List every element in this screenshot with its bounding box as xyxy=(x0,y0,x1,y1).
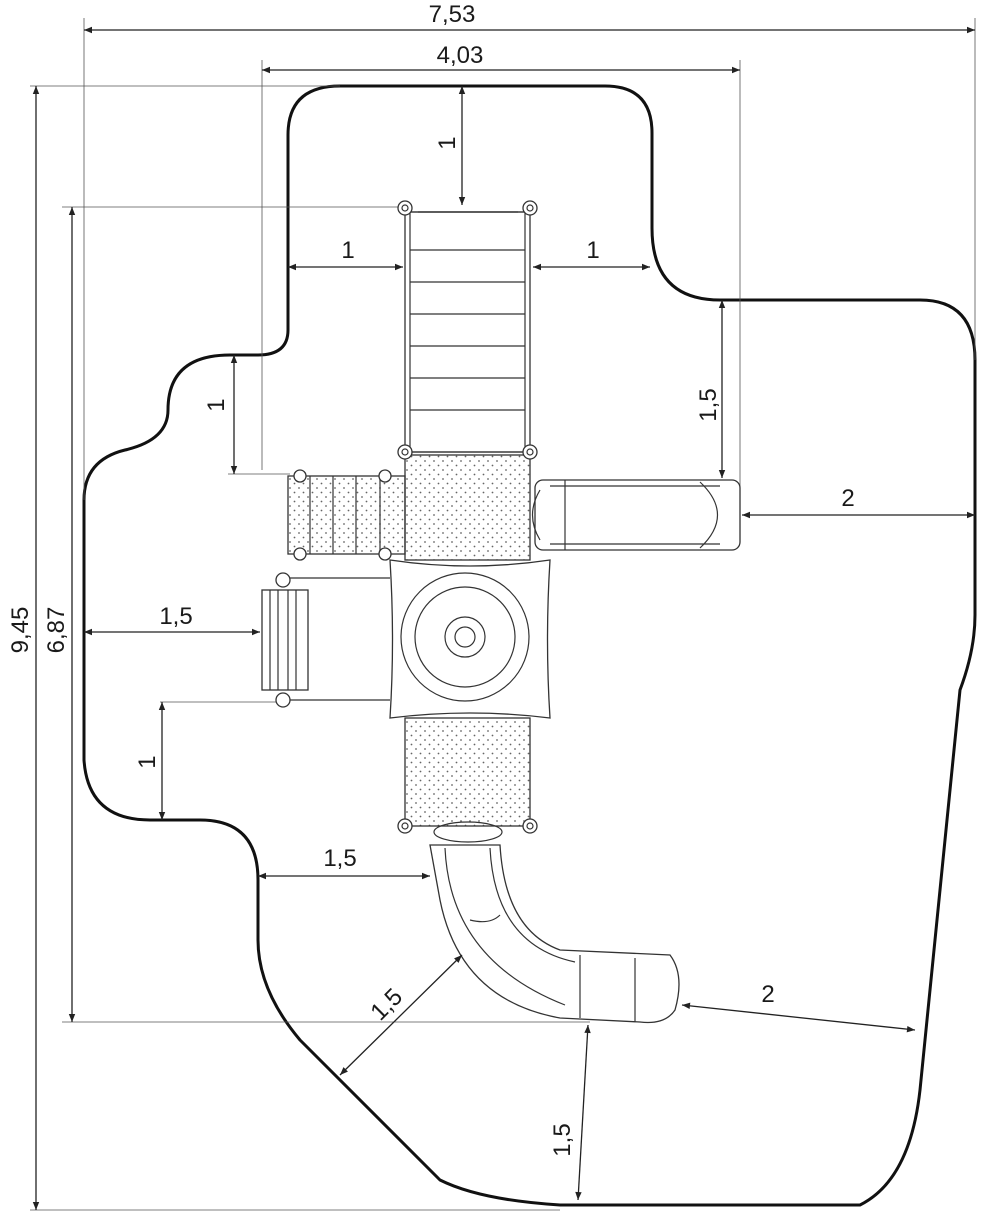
dim-overall-height: 9,45 xyxy=(7,607,34,654)
dim-bottom-clearance: 1,5 xyxy=(549,1123,576,1156)
dim-left-upper-clearance: 1 xyxy=(341,237,354,264)
left-stair-deck xyxy=(287,475,406,555)
extension-lines xyxy=(30,18,976,1211)
curved-slide xyxy=(429,821,680,1024)
dim-left-side-step: 1 xyxy=(203,398,230,411)
play-structure xyxy=(261,200,741,1024)
dim-right-slide-clearance: 2 xyxy=(841,485,854,512)
dim-right-clearance-vertical: 1,5 xyxy=(695,388,722,421)
dim-right-upper-clearance: 1 xyxy=(586,237,599,264)
upper-deck xyxy=(404,454,531,561)
lower-deck xyxy=(404,717,531,827)
dim-overall-width: 7,53 xyxy=(429,1,476,28)
dim-top-clearance: 1 xyxy=(434,136,461,149)
dim-slide-exit-clearance: 2 xyxy=(761,981,774,1008)
dim-diagonal-clearance: 1,5 xyxy=(365,983,408,1026)
structure-posts xyxy=(275,200,538,834)
flower-panel xyxy=(389,559,551,719)
dim-left-panel-clearance: 1,5 xyxy=(159,603,192,630)
climbing-ladder xyxy=(404,211,531,453)
side-bench-panel xyxy=(261,577,390,701)
straight-slide xyxy=(531,479,741,551)
dim-structure-height: 6,87 xyxy=(43,607,70,654)
dimension-lines xyxy=(32,26,975,1210)
dim-left-lower-step: 1 xyxy=(134,755,161,768)
dim-structure-width: 4,03 xyxy=(437,42,484,69)
dim-lower-left-clearance: 1,5 xyxy=(323,845,356,872)
safety-zone-outline xyxy=(82,84,977,1207)
